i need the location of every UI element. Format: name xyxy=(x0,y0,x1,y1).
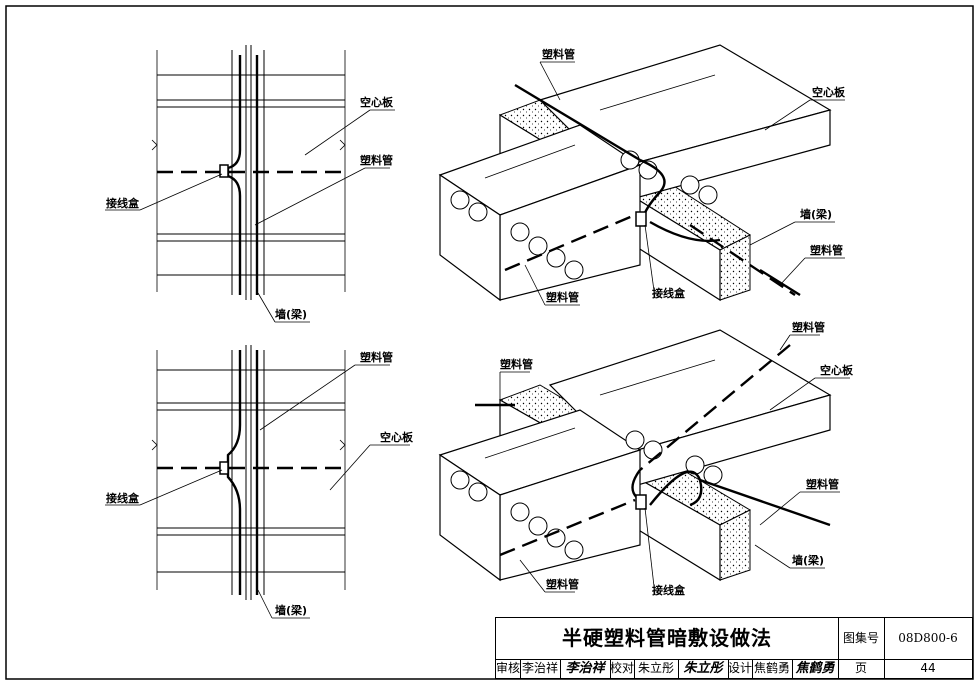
plan-view-top xyxy=(105,45,395,323)
label-bl-box: 接线盒 xyxy=(106,491,140,505)
plan-view-bottom xyxy=(105,345,410,619)
junction-box-icon xyxy=(635,494,647,510)
label-br-pipe-bottom: 塑料管 xyxy=(546,577,579,591)
label-br-wall: 墙(梁) xyxy=(792,553,824,567)
label-tr-slab: 空心板 xyxy=(812,85,846,99)
label-br-box: 接线盒 xyxy=(652,583,686,597)
signature-row: 审核 李治祥 李治祥 校对 朱立彤 朱立彤 设计 焦鹤勇 焦鹤勇 页 44 xyxy=(496,659,972,678)
atlas-number-label: 图集号 xyxy=(838,618,885,659)
label-tr-wall: 墙(梁) xyxy=(800,207,832,221)
checker-name: 朱立彤 xyxy=(634,659,679,678)
atlas-number: 08D800-6 xyxy=(898,631,958,645)
label-br-pipe-left: 塑料管 xyxy=(500,357,533,371)
reviewer-signature: 李治祥 xyxy=(560,659,611,678)
label-bl-pipe: 塑料管 xyxy=(360,350,393,364)
label-bl-wall: 墙(梁) xyxy=(275,603,307,617)
designer-signature: 焦鹤勇 xyxy=(792,659,839,678)
title-block: 半硬塑料管暗敷设做法 图集号 08D800-6 审核 李治祥 李治祥 校对 朱立… xyxy=(495,617,973,679)
label-tr-pipe-top: 塑料管 xyxy=(542,47,575,61)
label-tr-box: 接线盒 xyxy=(652,286,686,300)
designer-name: 焦鹤勇 xyxy=(752,659,793,678)
checker-signature: 朱立彤 xyxy=(678,659,729,678)
label-br-pipe-right: 塑料管 xyxy=(806,477,839,491)
check-label: 校对 xyxy=(610,659,635,678)
page-number: 44 xyxy=(920,661,936,675)
sheet-border xyxy=(5,5,974,680)
iso-view-bottom xyxy=(438,329,850,596)
iso-view-top xyxy=(438,44,845,306)
title-row: 半硬塑料管暗敷设做法 图集号 08D800-6 xyxy=(496,618,972,660)
drawing-title: 半硬塑料管暗敷设做法 xyxy=(496,618,839,659)
label-tl-box: 接线盒 xyxy=(106,196,140,210)
review-label: 审核 xyxy=(496,659,521,678)
label-tl-pipe: 塑料管 xyxy=(360,153,393,167)
label-br-pipe-top: 塑料管 xyxy=(792,320,825,334)
design-label: 设计 xyxy=(728,659,753,678)
label-br-slab: 空心板 xyxy=(820,363,854,377)
label-bl-slab: 空心板 xyxy=(380,430,414,444)
junction-box-icon xyxy=(635,211,647,227)
label-tl-wall: 墙(梁) xyxy=(275,307,307,321)
junction-box-icon xyxy=(219,164,229,178)
label-tr-pipe-right: 塑料管 xyxy=(810,243,843,257)
page-label: 页 xyxy=(838,659,885,678)
label-tr-pipe-bottom: 塑料管 xyxy=(546,290,579,304)
junction-box-icon xyxy=(219,461,229,475)
reviewer-name: 李治祥 xyxy=(520,659,561,678)
label-tl-slab: 空心板 xyxy=(360,95,394,109)
